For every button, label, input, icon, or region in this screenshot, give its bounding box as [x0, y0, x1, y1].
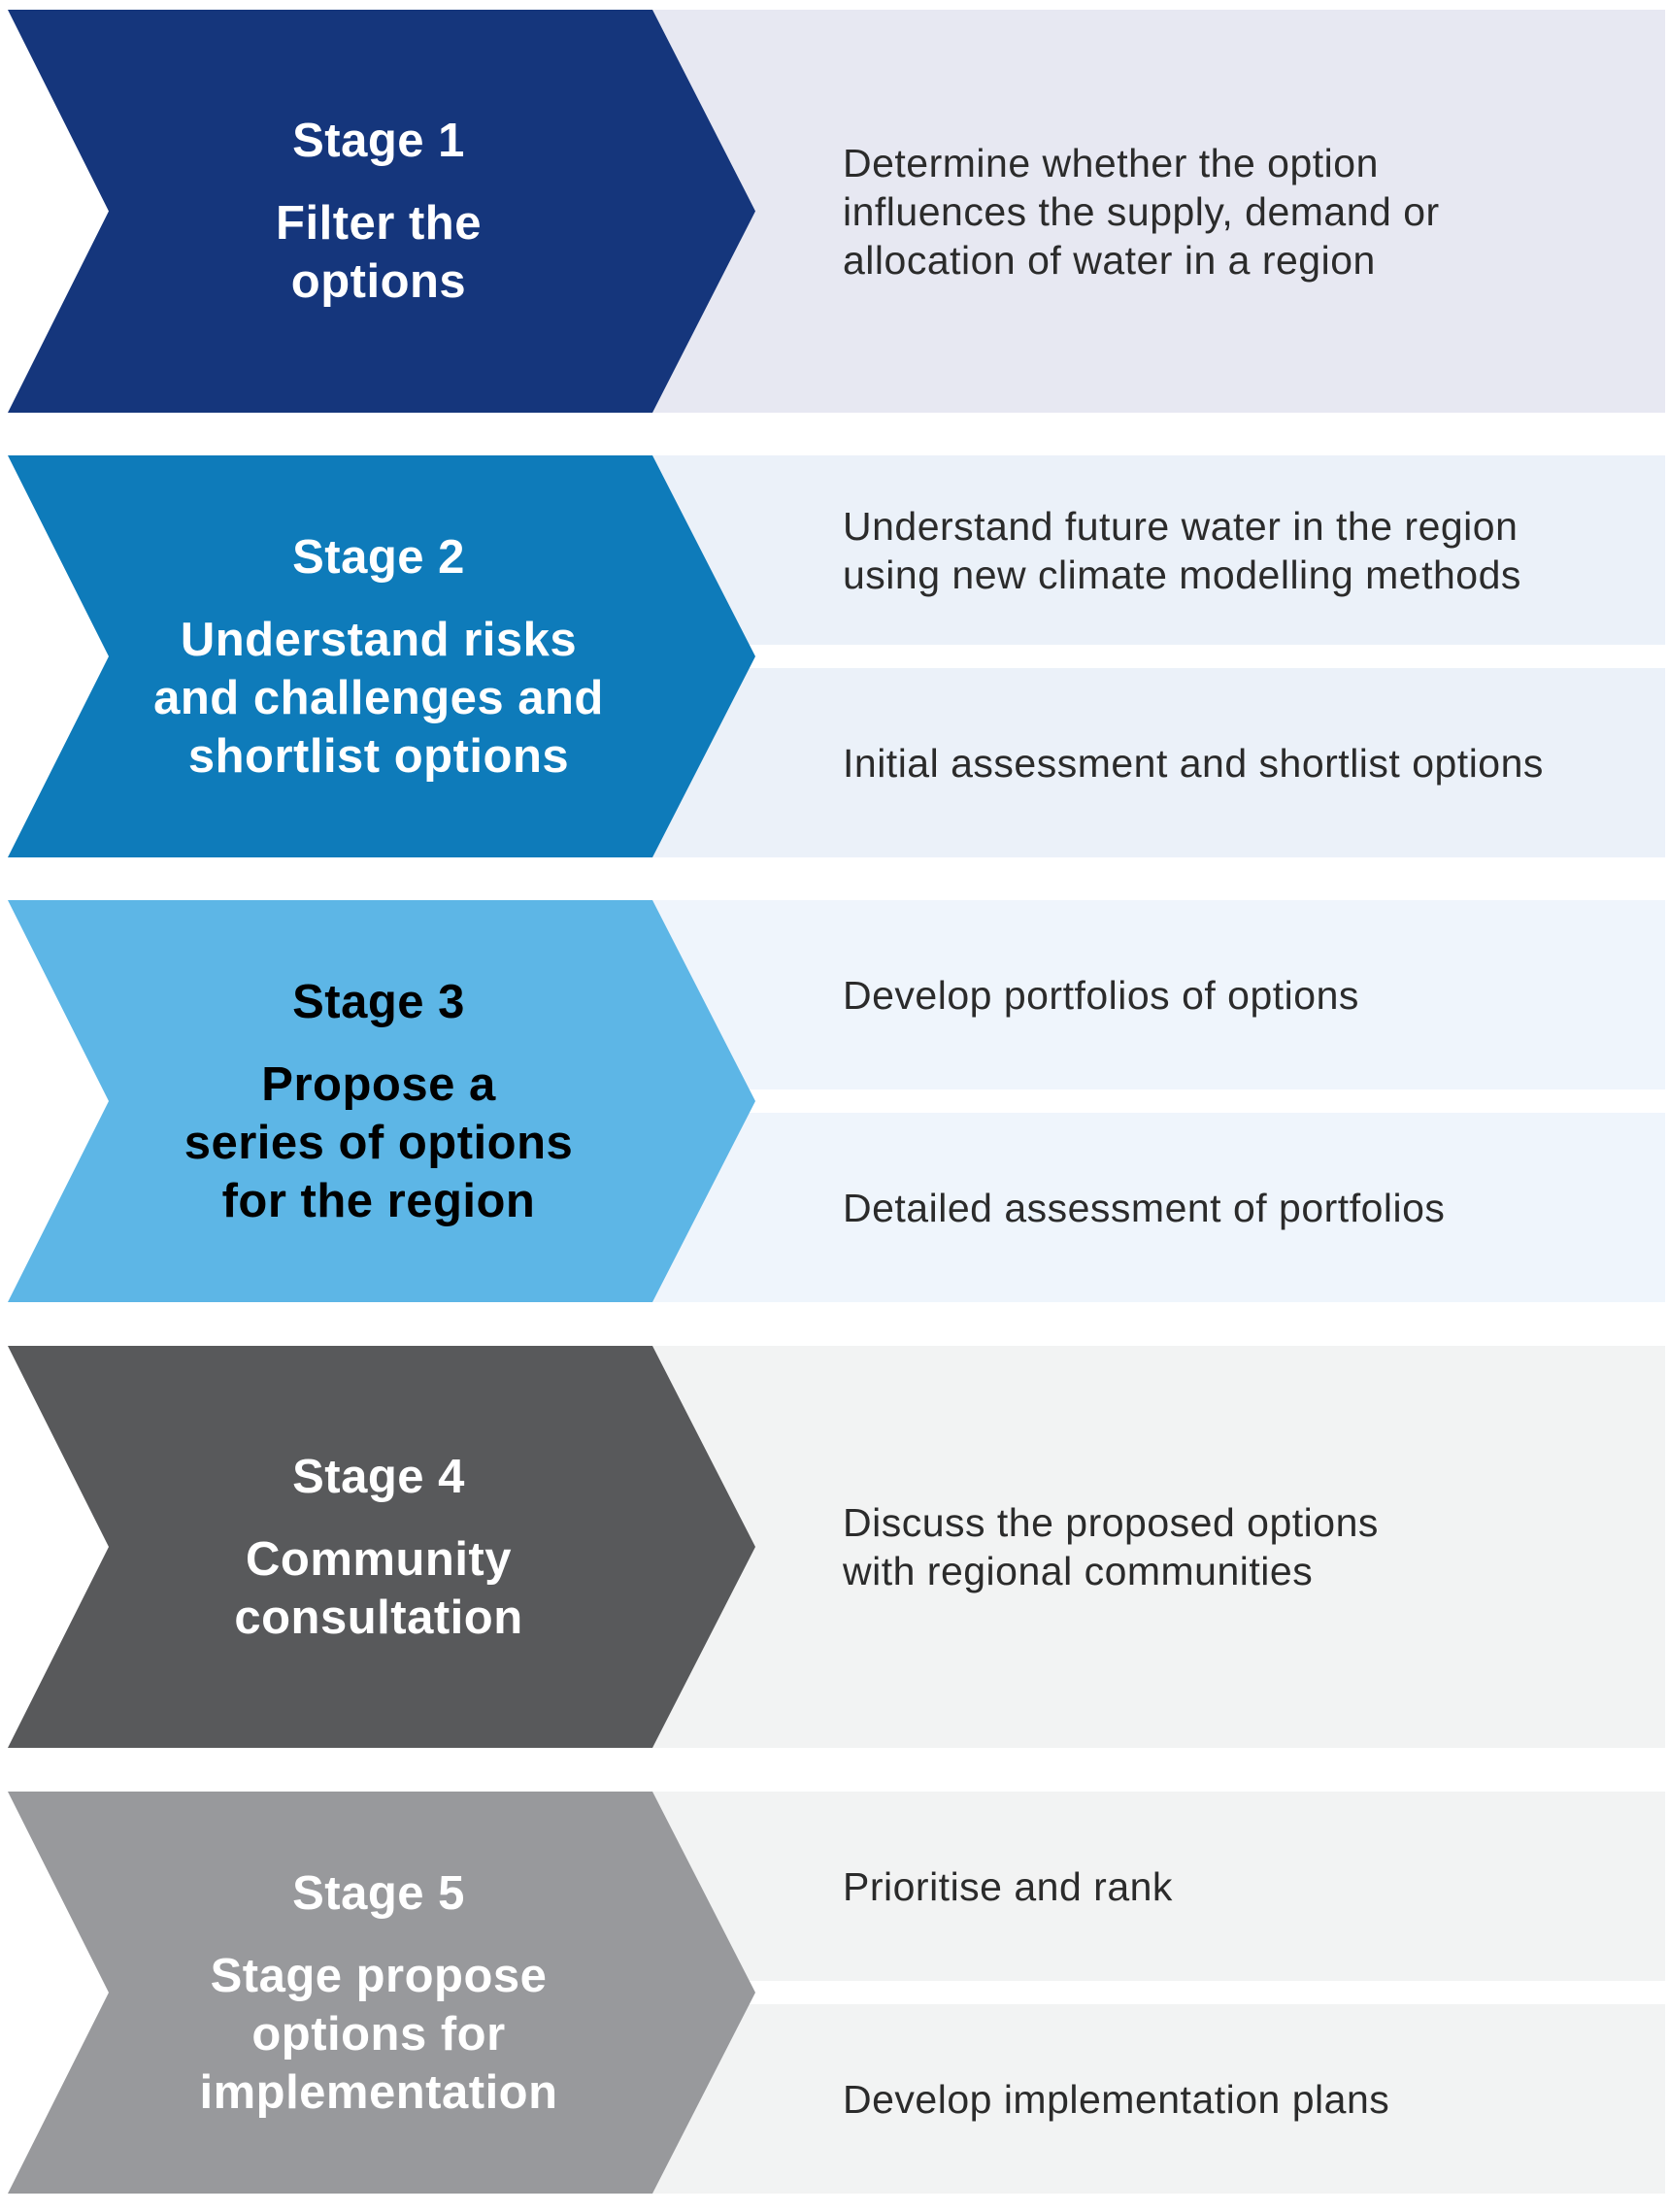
task-text: Develop portfolios of options [843, 972, 1359, 1018]
chevron-shape [8, 1346, 755, 1748]
chevron-shape [8, 900, 755, 1302]
task-panel: Detailed assessment of portfolios [652, 1113, 1665, 1302]
stage-3-chevron: Stage 3 Propose a series of options for … [0, 900, 757, 1302]
stage-label: Stage 4 [292, 1450, 465, 1503]
stage-5-chevron: Stage 5 Stage propose options for implem… [0, 1792, 757, 2194]
task-text: Determine whether the option influences … [843, 140, 1440, 283]
stage-label: Stage 3 [292, 975, 465, 1028]
stage-title: Stage propose options for implementation [199, 1949, 558, 2119]
stage-3: Develop portfolios of options Detailed a… [0, 900, 1669, 1302]
stage-title: Propose a series of options for the regi… [184, 1057, 574, 1227]
task-text: Develop implementation plans [843, 2076, 1390, 2122]
task-panel: Prioritise and rank [652, 1792, 1665, 1981]
stage-2-chevron: Stage 2 Understand risks and challenges … [0, 455, 757, 857]
task-panel: Discuss the proposed options with region… [652, 1346, 1665, 1748]
task-panel: Develop implementation plans [652, 2004, 1665, 2194]
stage-label: Stage 1 [292, 115, 465, 167]
task-text: Prioritise and rank [843, 1863, 1173, 1909]
stage-title: Community consultation [234, 1532, 523, 1644]
task-panel: Understand future water in the region us… [652, 455, 1665, 645]
task-text: Understand future water in the region us… [843, 503, 1521, 597]
chevron-shape [8, 10, 755, 413]
stage-1-chevron: Stage 1 Filter the options [0, 10, 757, 413]
task-panel: Develop portfolios of options [652, 900, 1665, 1089]
stage-4: Discuss the proposed options with region… [0, 1346, 1669, 1748]
stage-4-chevron: Stage 4 Community consultation [0, 1346, 757, 1748]
stage-title: Filter the options [276, 197, 482, 308]
stage-2: Understand future water in the region us… [0, 455, 1669, 857]
chevron-shape [8, 455, 755, 857]
task-text: Discuss the proposed options with region… [843, 1500, 1379, 1593]
task-text: Initial assessment and shortlist options [843, 740, 1544, 786]
stage-1: Determine whether the option influences … [0, 10, 1669, 413]
task-panel: Initial assessment and shortlist options [652, 668, 1665, 857]
stage-title: Understand risks and challenges and shor… [153, 613, 604, 783]
task-panel: Determine whether the option influences … [652, 10, 1665, 413]
stage-5: Prioritise and rank Develop implementati… [0, 1792, 1669, 2194]
stage-label: Stage 2 [292, 530, 465, 584]
stage-label: Stage 5 [292, 1866, 465, 1920]
task-text: Detailed assessment of portfolios [843, 1185, 1446, 1230]
chevron-shape [8, 1792, 755, 2194]
